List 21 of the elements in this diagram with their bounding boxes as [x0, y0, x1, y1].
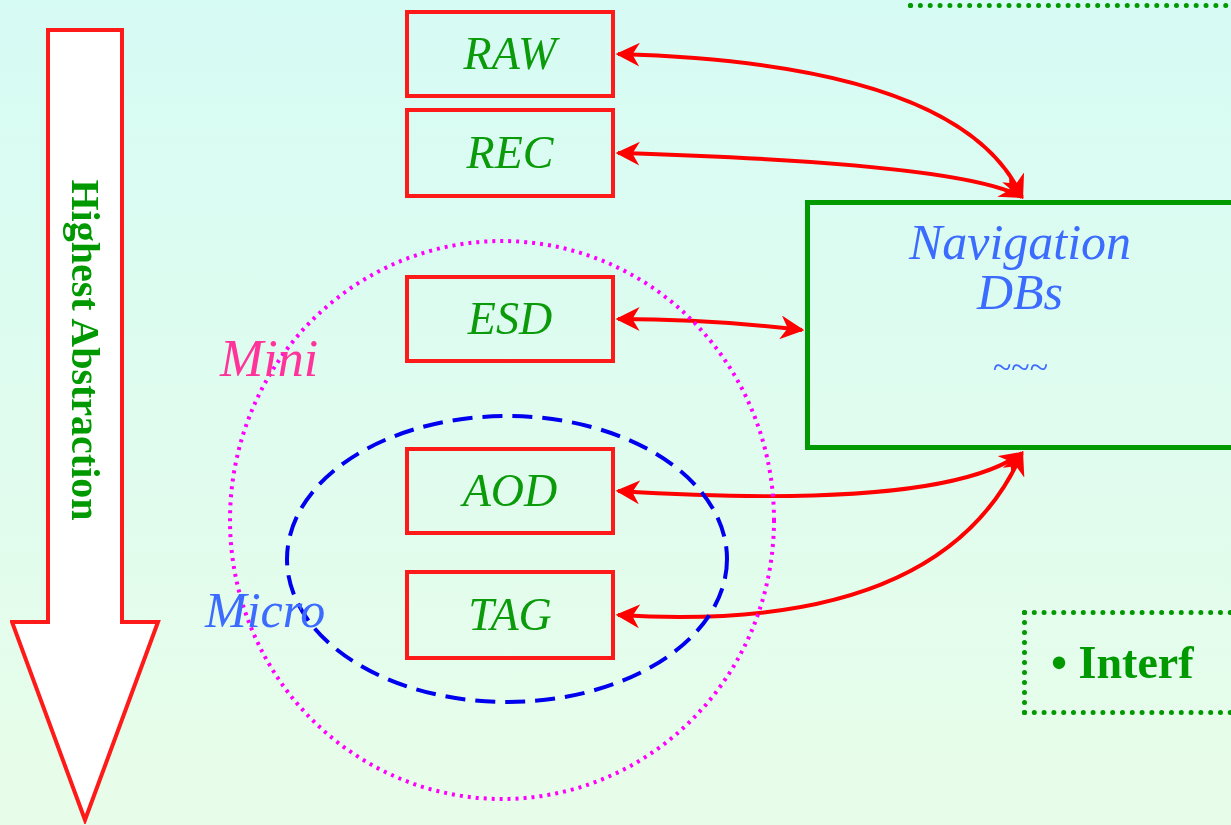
data-box	[405, 447, 615, 535]
group-label: Micro	[205, 585, 326, 635]
node-label: TAG	[468, 592, 552, 638]
node-label: ESD	[467, 296, 553, 342]
double-arrow	[615, 43, 1024, 200]
double-arrow	[615, 307, 805, 340]
double-arrow	[615, 141, 1025, 199]
database-box	[805, 200, 1231, 450]
data-box	[405, 108, 615, 198]
node-label: REC	[466, 130, 554, 176]
dotted-frame	[1022, 610, 1231, 715]
node-label: ~~~	[991, 347, 1049, 387]
node-label: Navigation DBs	[907, 217, 1133, 317]
bullet-text: • Interf	[1051, 636, 1194, 690]
double-arrow	[615, 450, 1024, 628]
data-box	[405, 275, 615, 363]
data-box	[405, 570, 615, 660]
group-label: Mini	[220, 333, 319, 385]
node-label: AOD	[462, 468, 558, 514]
axis-label: Highest Abstraction	[65, 179, 105, 521]
data-box	[405, 10, 615, 98]
